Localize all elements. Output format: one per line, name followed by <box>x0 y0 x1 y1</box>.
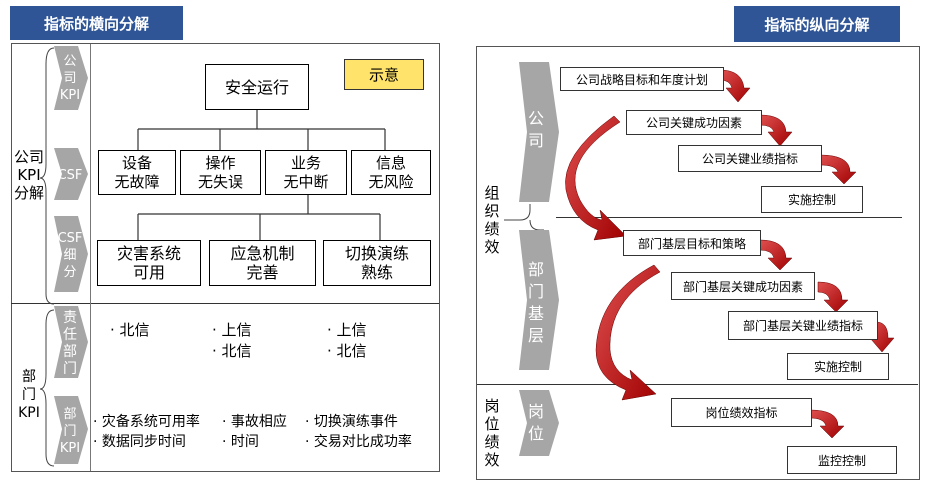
csf-equipment: 设备 无故障 <box>98 150 176 195</box>
tree-connectors <box>137 110 386 240</box>
csf-information: 信息 无风险 <box>351 150 431 195</box>
org-performance-label: 组 织 绩 效 <box>484 184 500 256</box>
company-csf: 公司关键成功因素 <box>626 110 762 135</box>
left-header-title: 指标的横向分解 <box>43 14 149 33</box>
left-divider-h <box>11 303 439 304</box>
post-performance-label: 岗 位 绩 效 <box>484 396 500 469</box>
dept-kpi: 部门基层关键业绩指标 <box>728 311 878 340</box>
dept-bullets-2: · 上信 · 北信 <box>212 321 252 360</box>
tab-csf: CSF <box>57 167 83 183</box>
right-brace <box>504 204 544 231</box>
company-strategy-plan: 公司战略目标和年度计划 <box>560 67 724 91</box>
csf-detail-emergency: 应急机制 完善 <box>209 240 316 286</box>
csf-detail-switch-drill: 切换演练 熟练 <box>323 240 431 286</box>
right-gray-tabs-bg <box>519 62 559 456</box>
left-divider-v <box>90 44 91 471</box>
kpi-bullets-2: · 事故相应 · 时间 <box>222 414 287 450</box>
tab-company-kpi: 公 司 KPI <box>59 53 81 103</box>
dept-bullets-3: · 上信 · 北信 <box>327 321 367 360</box>
company-kpi: 公司关键业绩指标 <box>678 145 822 172</box>
kpi-bullets-3: · 切换演练事件 · 交易对比成功率 <box>305 414 412 450</box>
dept-kpi-outer-label: 部 门 KPI <box>18 369 40 421</box>
csf-operation: 操作 无失误 <box>180 150 261 195</box>
left-gray-tabs-bg <box>54 46 88 464</box>
post-kpi: 岗位绩效指标 <box>671 398 812 427</box>
right-divider-1 <box>556 217 902 218</box>
csf-detail-disaster-system: 灾害系统 可用 <box>97 240 201 286</box>
right-header-title: 指标的纵向分解 <box>764 15 870 34</box>
dept-csf: 部门基层关键成功因素 <box>671 272 815 300</box>
csf-business: 业务 无中断 <box>265 150 347 195</box>
post-monitoring-control: 监控控制 <box>787 446 897 474</box>
right-divider-2 <box>477 384 918 385</box>
dept-implementation-control: 实施控制 <box>787 353 889 380</box>
tab-post: 岗 位 <box>527 402 544 443</box>
dept-goals-strategy: 部门基层目标和策略 <box>623 230 761 256</box>
left-braces <box>40 47 55 467</box>
tab-company: 公 司 <box>527 109 544 150</box>
kpi-bullets-1: · 灾备系统可用率 · 数据同步时间 <box>93 414 200 450</box>
company-implementation-control: 实施控制 <box>761 186 863 213</box>
tab-csf-detail: CSF 细 分 <box>57 230 83 280</box>
tab-responsible-dept: 责 任 部 门 <box>63 310 77 377</box>
right-header: 指标的纵向分解 <box>734 6 900 42</box>
root-safe-operation: 安全运行 <box>205 64 309 110</box>
illustration-note: 示意 <box>344 59 424 90</box>
tab-dept-kpi: 部 门 KPI <box>59 406 81 456</box>
left-header: 指标的横向分解 <box>10 6 183 40</box>
company-kpi-decomposition-label: 公司 KPI 分解 <box>13 148 44 202</box>
dept-bullets-1: · 北信 <box>110 321 150 339</box>
tab-dept-base: 部 门 基 层 <box>527 260 544 345</box>
